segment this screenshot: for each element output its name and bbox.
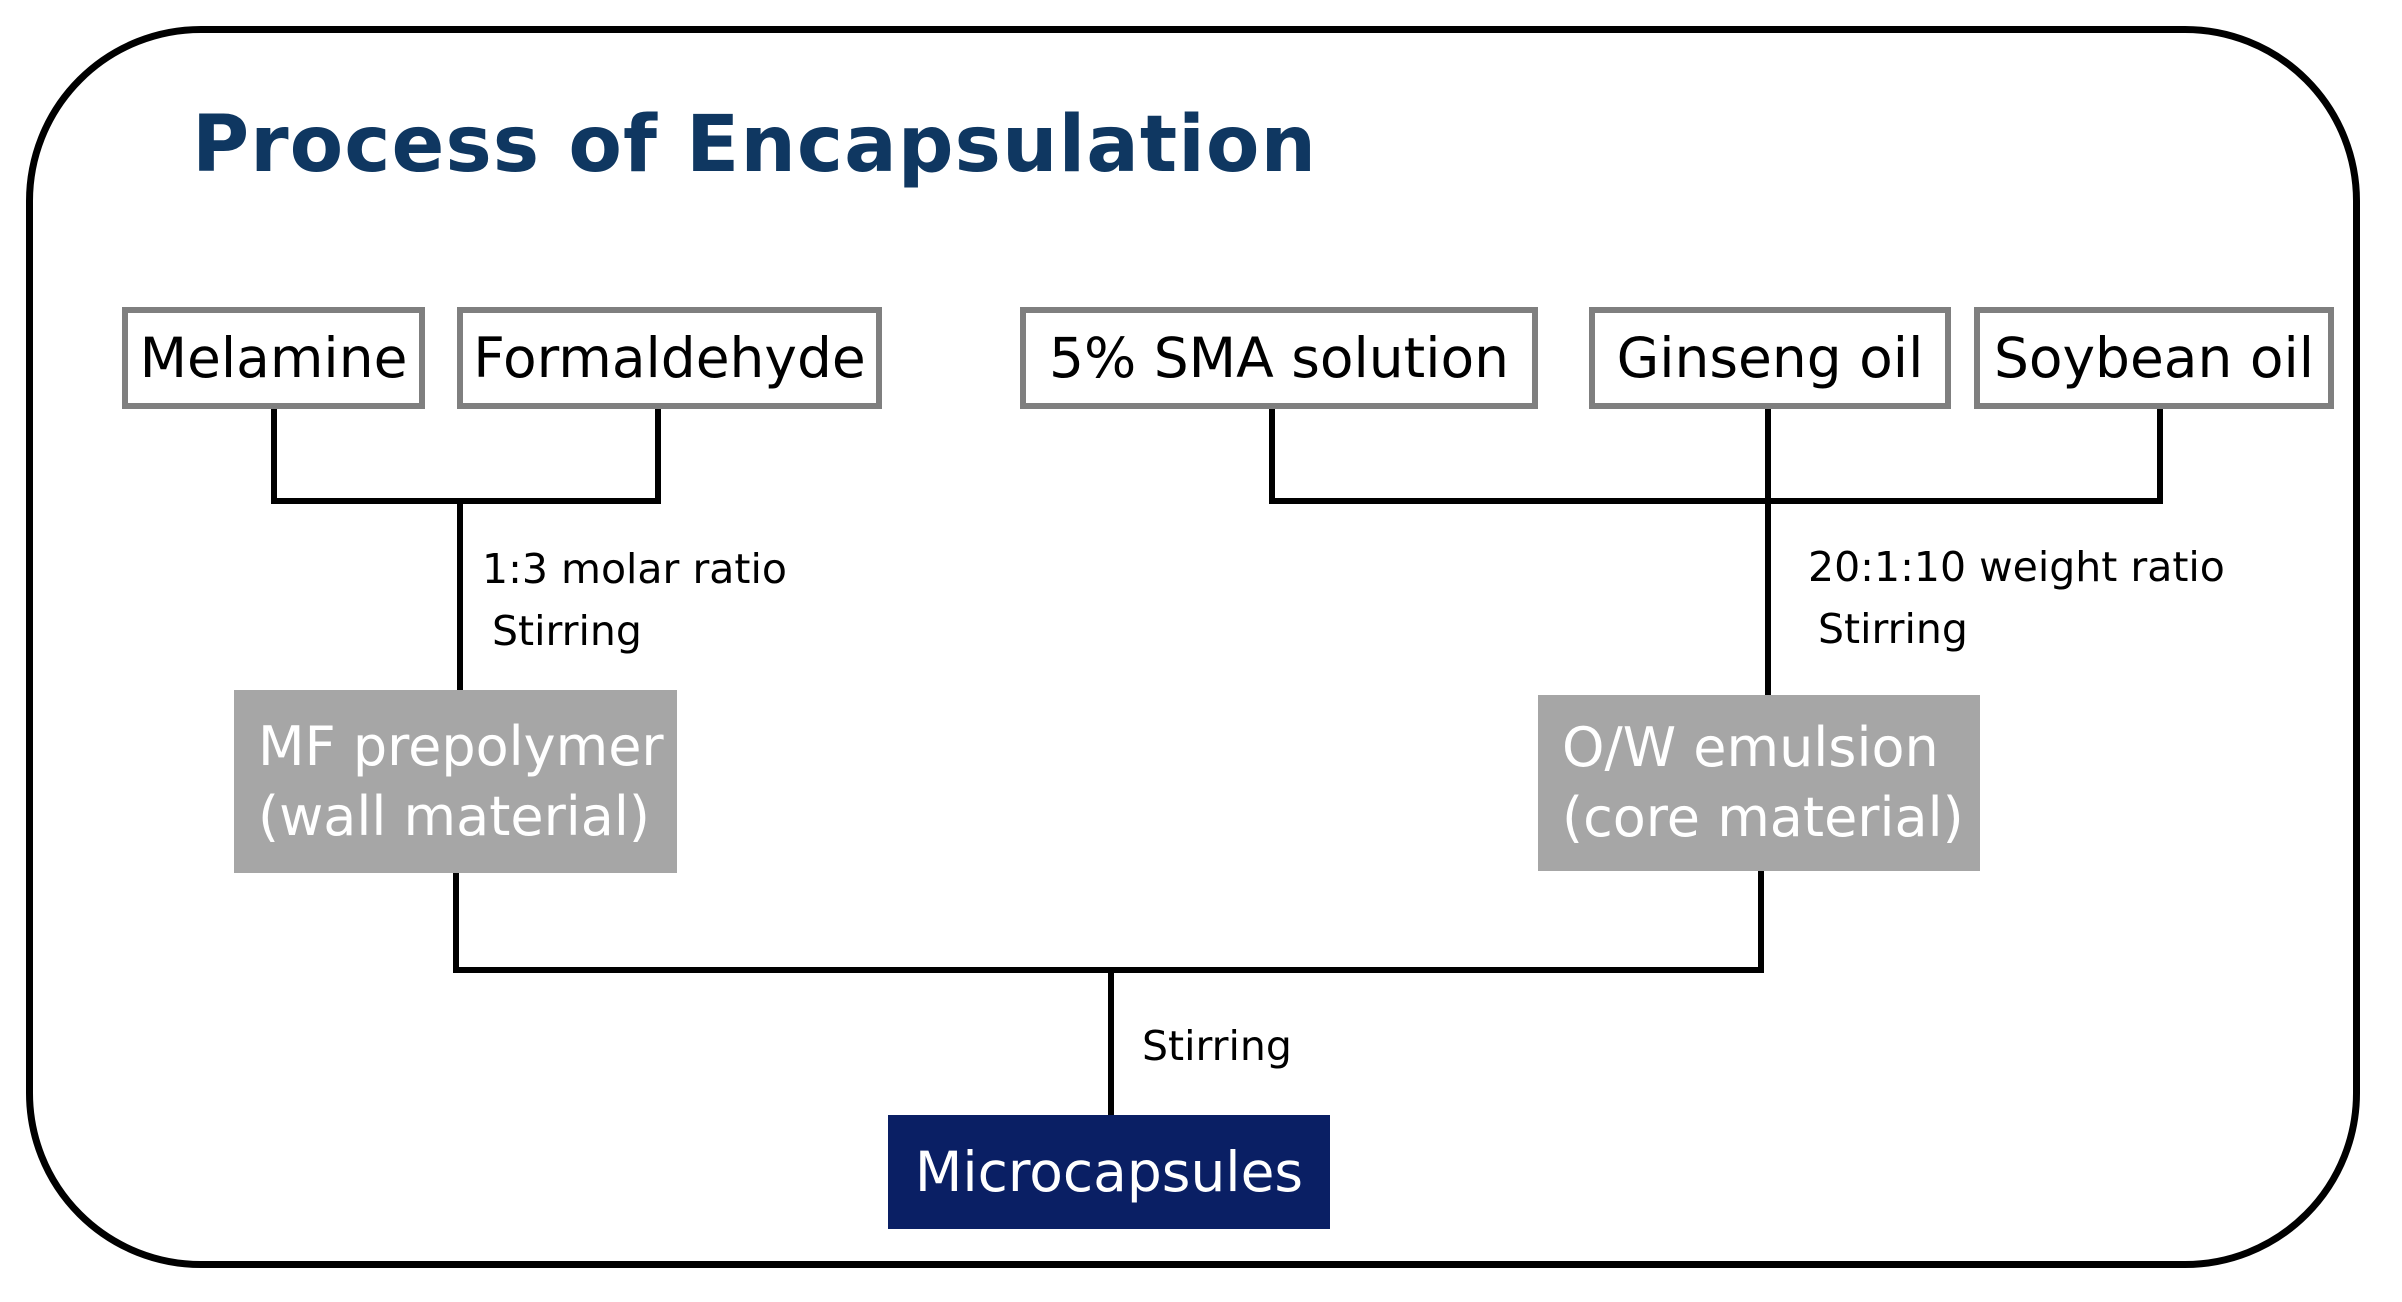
- connector-core-down: [1758, 871, 1764, 973]
- sma-solution-label: 5% SMA solution: [1048, 326, 1509, 390]
- diagram-title: Process of Encapsulation: [192, 100, 1318, 190]
- connector-soybean-down: [2157, 409, 2163, 504]
- connector-wall-down: [453, 873, 459, 973]
- connector-left-join: [271, 498, 661, 504]
- melamine-label: Melamine: [139, 326, 408, 390]
- soybean-oil-label: Soybean oil: [1993, 326, 2315, 390]
- ginseng-oil-box: Ginseng oil: [1589, 307, 1951, 409]
- core-material-line1: O/W emulsion: [1562, 716, 1939, 779]
- right-condition-label: 20:1:10 weight ratio Stirring: [1808, 536, 2225, 660]
- final-stirring-text: Stirring: [1142, 1022, 1292, 1070]
- left-stirring-text: Stirring: [492, 607, 642, 655]
- wall-material-line1: MF prepolymer: [258, 714, 664, 778]
- connector-right-join: [1269, 498, 2163, 504]
- connector-left-stem: [457, 498, 463, 690]
- microcapsules-label: Microcapsules: [914, 1140, 1304, 1204]
- connector-formaldehyde-down: [655, 409, 661, 504]
- left-condition-label: 1:3 molar ratio Stirring: [482, 538, 787, 662]
- sma-solution-box: 5% SMA solution: [1020, 307, 1538, 409]
- soybean-oil-box: Soybean oil: [1974, 307, 2334, 409]
- formaldehyde-box: Formaldehyde: [457, 307, 882, 409]
- ow-emulsion-box: O/W emulsion (core material): [1538, 695, 1980, 871]
- microcapsules-box: Microcapsules: [888, 1115, 1330, 1229]
- left-ratio-text: 1:3 molar ratio: [482, 545, 787, 593]
- right-ratio-text: 20:1:10 weight ratio: [1808, 543, 2225, 591]
- formaldehyde-label: Formaldehyde: [473, 326, 866, 390]
- wall-material-line2: (wall material): [258, 784, 650, 848]
- mf-prepolymer-box: MF prepolymer (wall material): [234, 690, 677, 873]
- connector-sma-down: [1269, 409, 1275, 504]
- connector-melamine-down: [271, 409, 277, 504]
- rounded-frame: [26, 26, 2360, 1268]
- right-stirring-text: Stirring: [1818, 605, 1968, 653]
- ginseng-oil-label: Ginseng oil: [1616, 326, 1924, 390]
- connector-ginseng-stem: [1765, 409, 1771, 695]
- core-material-line2: (core material): [1562, 786, 1964, 849]
- melamine-box: Melamine: [122, 307, 425, 409]
- connector-product-stem: [1108, 967, 1114, 1115]
